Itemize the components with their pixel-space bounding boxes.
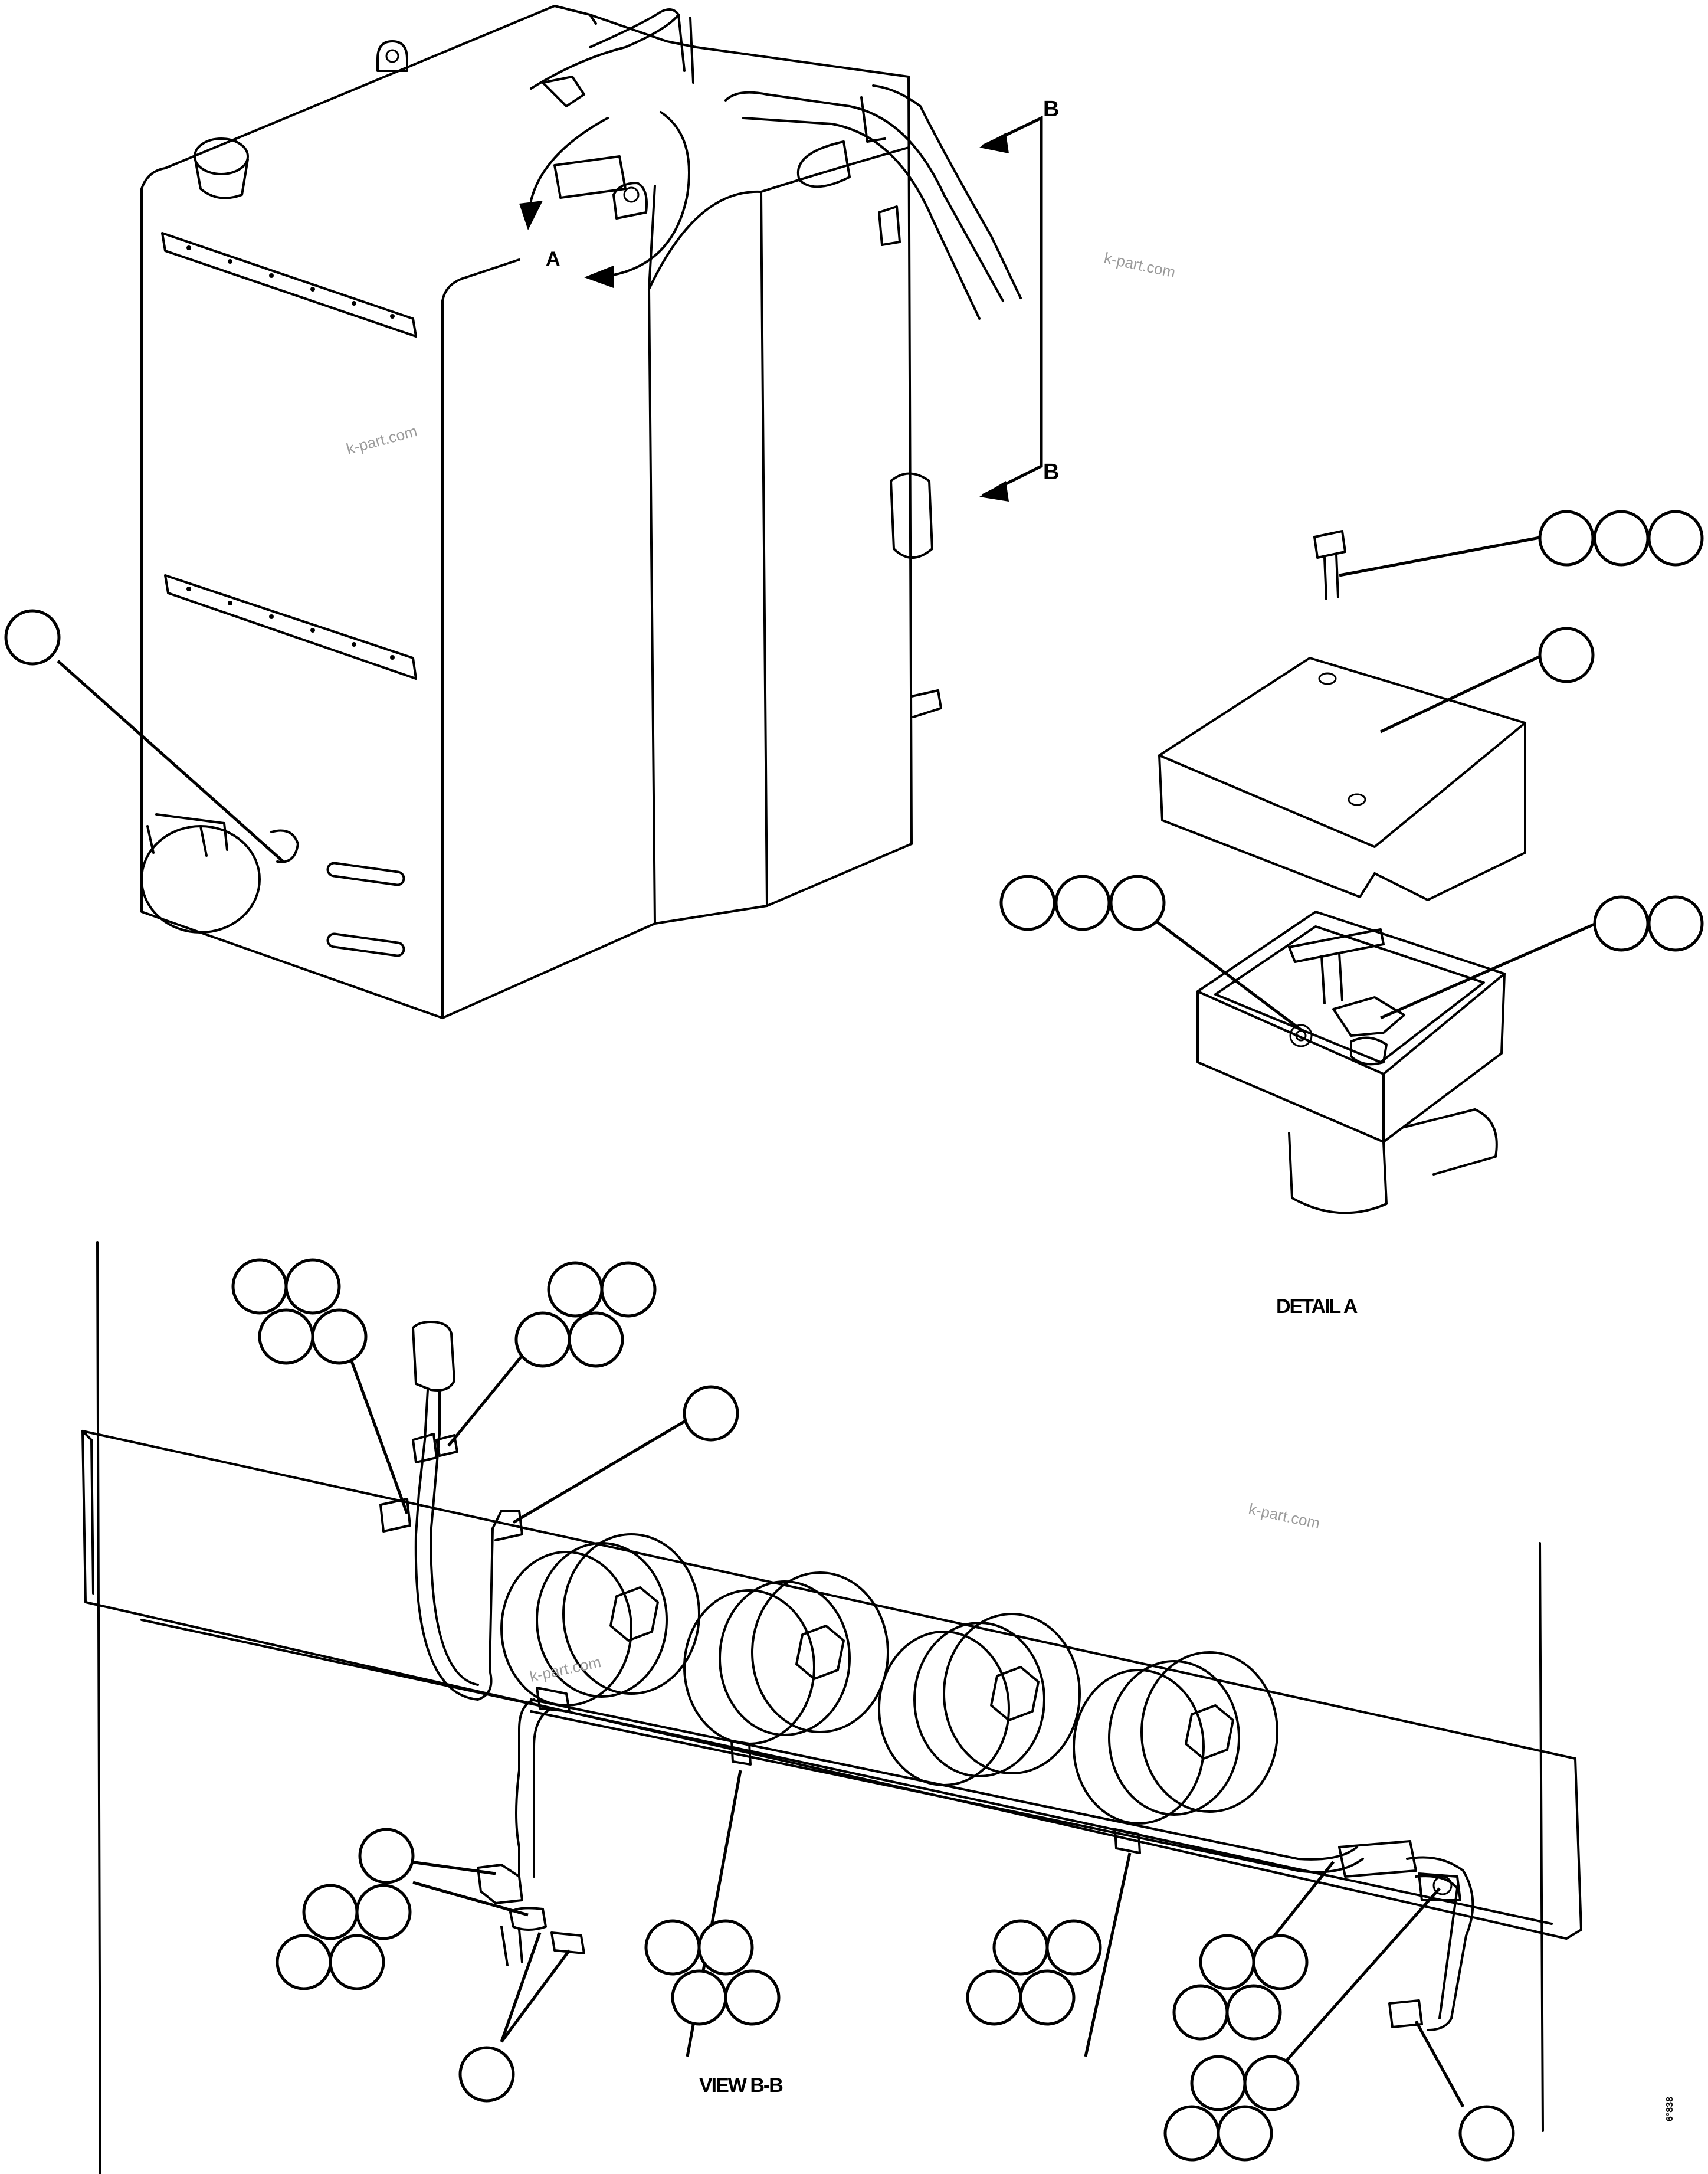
watermark: k-part.com	[1103, 249, 1177, 281]
drawing-number: 6°838	[1665, 2097, 1675, 2121]
mounting-spools	[500, 1533, 1278, 1825]
watermark: k-part.com	[345, 422, 419, 458]
strip-bolt-holes	[186, 245, 395, 660]
detail-marker-label: A	[546, 248, 560, 270]
detail-a: DETAIL A	[999, 510, 1704, 1318]
section-label-end: B	[1043, 460, 1059, 484]
fuel-tank: B B A	[4, 5, 1059, 1019]
watermark: k-part.com	[528, 1653, 602, 1685]
callout-bubble	[4, 609, 61, 666]
view-b-b: VIEW B-B 6°838	[81, 1241, 1675, 2174]
view-caption: VIEW B-B	[699, 2074, 783, 2097]
section-label-start: B	[1043, 97, 1059, 122]
detail-caption: DETAIL A	[1276, 1295, 1358, 1318]
watermark: k-part.com	[1247, 1500, 1322, 1533]
